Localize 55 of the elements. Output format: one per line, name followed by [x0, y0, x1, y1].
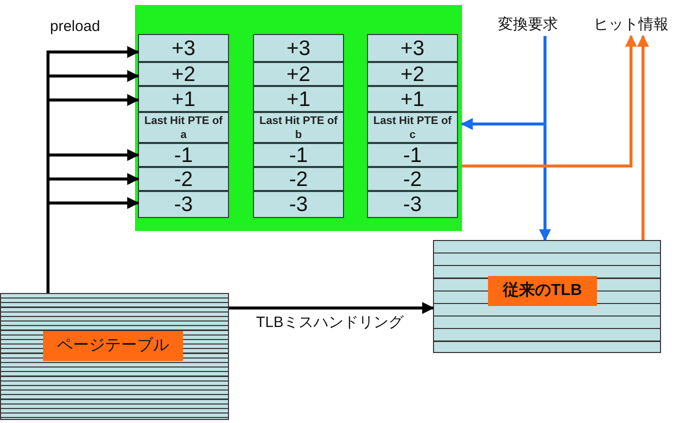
table-cell: [138, 191, 229, 218]
cell-label: Last Hit PTE of a: [143, 114, 224, 142]
table-cell: [253, 62, 344, 86]
table-cell: [138, 34, 229, 62]
table-cell: [367, 62, 458, 86]
cell-label: Last Hit PTE of b: [258, 114, 339, 142]
cache-panel: [135, 5, 462, 231]
cell-label: +1: [286, 88, 310, 110]
tlb-block: [433, 240, 661, 353]
cell-label: +1: [172, 88, 196, 110]
table-cell: [138, 143, 229, 167]
arrow: [462, 34, 637, 168]
table-cell: [253, 112, 344, 143]
table-cell: [138, 167, 229, 191]
cell-label: -3: [403, 194, 422, 215]
table-cell: [367, 167, 458, 191]
cell-label: -1: [289, 144, 308, 166]
table-cell: [367, 191, 458, 218]
arrow: [229, 302, 434, 314]
table-cell: [367, 112, 458, 143]
cell-label: +2: [286, 64, 310, 84]
signal-label: ヒット情報: [594, 14, 668, 35]
table-cell: [253, 191, 344, 218]
table-cell: [253, 167, 344, 191]
block-label: 従来のTLB: [488, 276, 597, 306]
cell-label: -2: [289, 168, 308, 190]
arrow: [637, 34, 649, 240]
table-cell: [253, 86, 344, 112]
table-cell: [367, 86, 458, 112]
cell-label: +2: [400, 64, 424, 84]
cell-label: -1: [403, 144, 422, 166]
cell-label: +3: [286, 38, 310, 58]
preload-label: preload: [50, 17, 100, 37]
block-label: ページテーブル: [43, 331, 183, 361]
page-table-block: [0, 293, 229, 420]
cell-label: +2: [172, 64, 196, 84]
cell-label: -2: [174, 168, 193, 190]
cell-label: Last Hit PTE of c: [372, 114, 453, 142]
table-cell: [138, 112, 229, 143]
table-cell: [138, 86, 229, 112]
cell-label: -2: [403, 168, 422, 190]
table-cell: [253, 34, 344, 62]
signal-label: 変換要求: [498, 14, 558, 35]
cell-label: -1: [174, 144, 193, 166]
cell-label: -3: [174, 194, 193, 215]
cell-label: +3: [400, 38, 424, 58]
cell-label: +1: [400, 88, 424, 110]
table-cell: [138, 62, 229, 86]
arrow: [460, 36, 546, 130]
cell-label: -3: [289, 194, 308, 215]
table-cell: [253, 143, 344, 167]
table-cell: [367, 143, 458, 167]
arrow: [46, 197, 140, 293]
table-cell: [367, 34, 458, 62]
cell-label: +3: [172, 38, 196, 58]
